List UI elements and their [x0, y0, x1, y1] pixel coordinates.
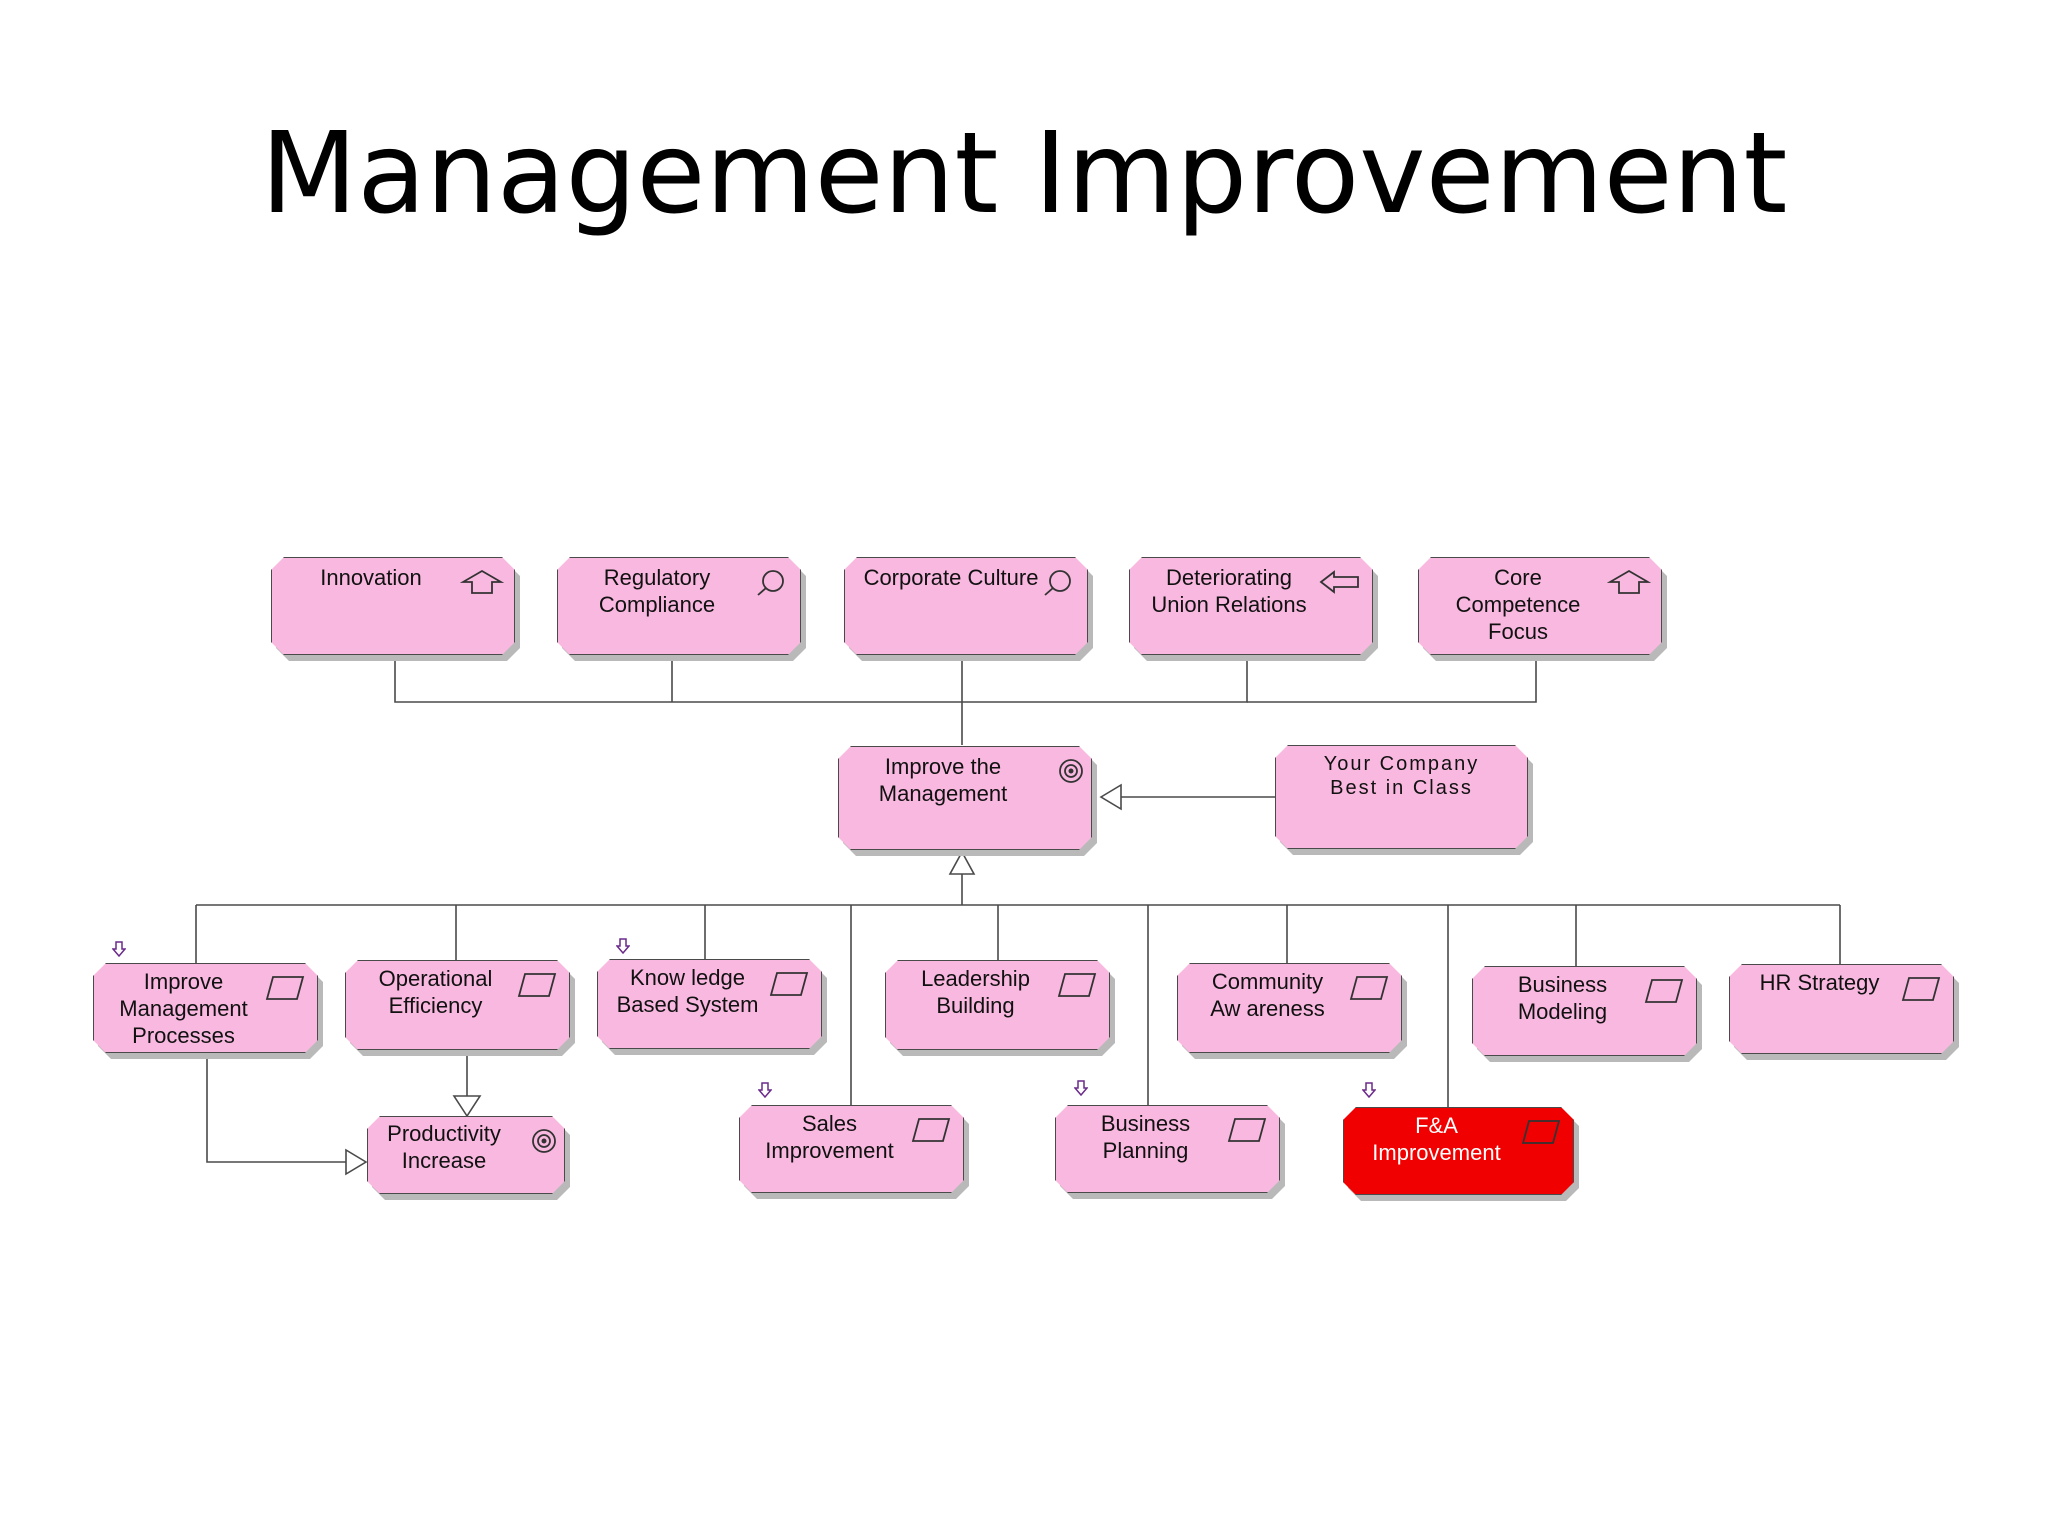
arrowhead-productivity-left: [345, 1148, 368, 1176]
parallelogram-icon: [1055, 971, 1099, 999]
driver-label: Innovation: [320, 565, 422, 590]
req-fa-improvement[interactable]: F&A Improvement: [1343, 1107, 1574, 1195]
connector-innovation: [394, 660, 963, 745]
parallelogram-icon: [263, 974, 307, 1002]
req-sales-improvement[interactable]: Sales Improvement: [739, 1105, 964, 1193]
parallelogram-icon: [1225, 1116, 1269, 1144]
driver-core-competence[interactable]: Core Competence Focus: [1418, 557, 1662, 655]
req-label: Sales Improvement: [765, 1111, 894, 1163]
goal-label: Improve the Management: [878, 754, 1008, 806]
driver-label: Core Competence Focus: [1455, 565, 1581, 644]
principle-best-in-class[interactable]: Your Company Best in Class: [1275, 745, 1528, 849]
req-label: Improve Management Processes: [119, 969, 248, 1048]
parallelogram-icon: [1347, 974, 1391, 1002]
arrow-down-icon: [758, 1082, 772, 1098]
req-label: Operational Efficiency: [378, 966, 493, 1018]
req-knowledge-based-system[interactable]: Know ledge Based System: [597, 959, 822, 1049]
parallelogram-icon: [1899, 975, 1943, 1003]
connector-imp-prod: [206, 1057, 348, 1163]
page-title: Management Improvement: [260, 109, 1788, 239]
arrow-up-icon: [460, 568, 504, 596]
req-label: Productivity Increase: [387, 1121, 501, 1173]
parallelogram-icon: [1519, 1118, 1563, 1146]
req-label: Business Modeling: [1517, 972, 1608, 1024]
req-improve-management-processes[interactable]: Improve Management Processes: [93, 963, 318, 1053]
req-community-awareness[interactable]: Community Aw areness: [1177, 963, 1402, 1053]
arrowhead-productivity-top: [452, 1095, 482, 1118]
parallelogram-icon: [515, 971, 559, 999]
driver-label: Corporate Culture: [863, 565, 1039, 590]
req-label: Business Planning: [1100, 1111, 1191, 1163]
connector-core: [1247, 660, 1537, 703]
driver-label: Regulatory Compliance: [598, 565, 716, 617]
parallelogram-icon: [1642, 977, 1686, 1005]
driver-label: Deteriorating Union Relations: [1151, 565, 1307, 617]
connector-union: [962, 660, 1248, 703]
req-label: HR Strategy: [1759, 970, 1880, 995]
goal-productivity-increase[interactable]: Productivity Increase: [367, 1116, 565, 1194]
driver-corporate-culture[interactable]: Corporate Culture: [844, 557, 1088, 655]
req-label: Leadership Building: [921, 966, 1030, 1018]
magnifier-icon: [746, 568, 790, 596]
arrow-down-icon: [112, 941, 126, 957]
driver-innovation[interactable]: Innovation: [271, 557, 515, 655]
req-business-planning[interactable]: Business Planning: [1055, 1105, 1280, 1193]
req-operational-efficiency[interactable]: Operational Efficiency: [345, 960, 570, 1050]
magnifier-icon: [1033, 568, 1077, 596]
goal-improve-management[interactable]: Improve the Management: [838, 746, 1092, 850]
parallelogram-icon: [909, 1116, 953, 1144]
req-hr-strategy[interactable]: HR Strategy: [1729, 964, 1954, 1054]
req-business-modeling[interactable]: Business Modeling: [1472, 966, 1697, 1056]
req-leadership-building[interactable]: Leadership Building: [885, 960, 1110, 1050]
arrow-left-icon: [1318, 568, 1362, 596]
target-icon: [516, 1127, 560, 1155]
req-label: F&A Improvement: [1372, 1113, 1501, 1165]
arrowhead-principle: [1099, 783, 1122, 811]
driver-union-relations[interactable]: Deteriorating Union Relations: [1129, 557, 1373, 655]
arrow-down-icon: [616, 938, 630, 954]
arrow-up-icon: [1607, 568, 1651, 596]
req-label: Community Aw areness: [1210, 969, 1325, 1021]
arrowhead-goal: [948, 850, 976, 875]
principle-label: Your Company Best in Class: [1323, 753, 1480, 799]
arrow-down-icon: [1074, 1080, 1088, 1096]
target-icon: [1043, 757, 1087, 785]
arrow-down-icon: [1362, 1082, 1376, 1098]
parallelogram-icon: [767, 970, 811, 998]
req-label: Know ledge Based System: [616, 965, 759, 1017]
driver-regulatory-compliance[interactable]: Regulatory Compliance: [557, 557, 801, 655]
